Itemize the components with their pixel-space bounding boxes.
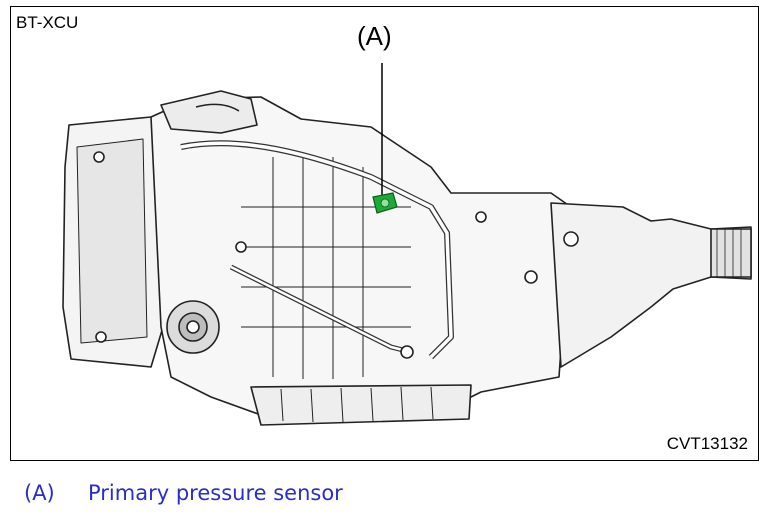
legend: (A) Primary pressure sensor [24,481,343,505]
primary-pressure-sensor-highlight [372,192,398,214]
oil-pan [250,384,472,426]
callout-marker-a: (A) [357,21,392,51]
figure-code: CVT13132 [666,434,748,453]
model-label: BT-XCU [16,13,79,32]
figure-frame: BT-XCU (A) CVT13132 [10,6,759,461]
extension-housing [550,202,752,368]
legend-text: Primary pressure sensor [88,481,343,505]
legend-key: (A) [24,481,55,505]
transmission-illustration [62,63,752,426]
